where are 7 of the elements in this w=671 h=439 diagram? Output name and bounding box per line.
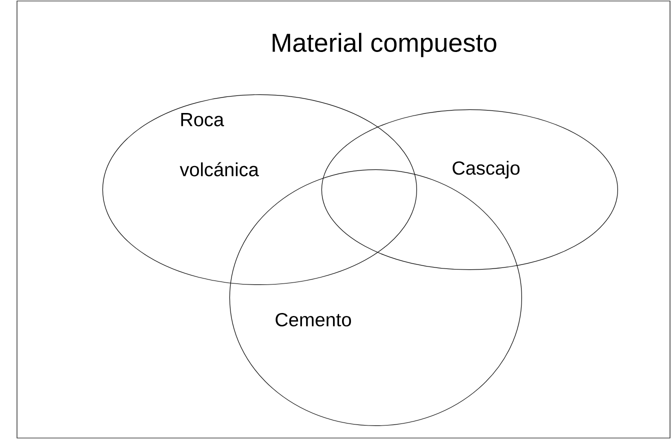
ellipse-label: Roca volcánica xyxy=(180,113,259,176)
ellipse-label: Cemento xyxy=(276,312,351,326)
frame xyxy=(16,0,670,438)
ellipse xyxy=(321,109,618,270)
title: Material compuesto xyxy=(272,32,496,58)
ellipse-label: Cascajo xyxy=(452,160,520,179)
ellipse xyxy=(102,94,417,285)
